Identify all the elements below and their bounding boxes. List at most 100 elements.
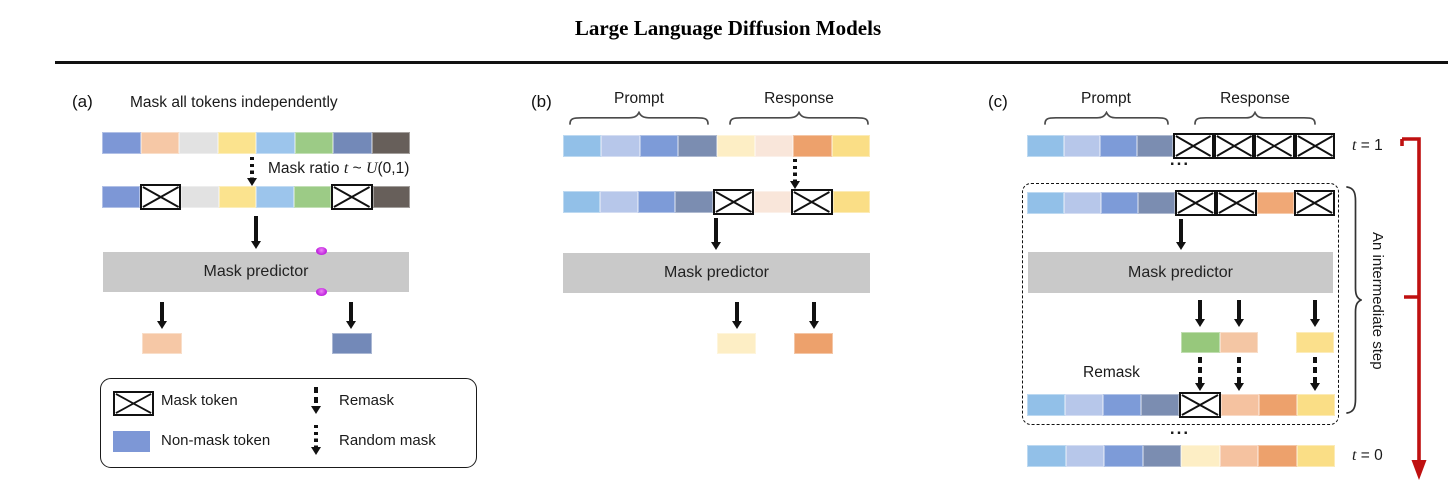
prompt-label: Prompt <box>1081 90 1131 107</box>
t-var: t <box>1352 137 1357 154</box>
token-periwinkle <box>600 191 638 213</box>
token-yellow <box>218 186 256 208</box>
token-cream <box>717 333 756 354</box>
panel-a-heading: Mask all tokens independently <box>130 94 338 111</box>
non-mask-token-icon <box>113 431 150 452</box>
mask-token-icon <box>113 391 154 416</box>
token-mid_blue <box>637 191 676 213</box>
panel-c-label: (c) <box>988 92 1008 111</box>
mask-predictor-box: Mask predictor <box>563 253 870 293</box>
token-peach <box>140 132 179 154</box>
token-dark_gray <box>371 132 410 154</box>
token-mid_blue <box>1103 394 1141 416</box>
token-slate <box>333 132 372 154</box>
mask-token <box>1216 190 1257 216</box>
token-slate2 <box>1138 192 1175 214</box>
mask-token <box>1294 133 1335 159</box>
down-arrow-icon <box>710 218 722 250</box>
token-yellow2 <box>1296 445 1335 467</box>
token-mid_blue <box>1100 135 1137 157</box>
token-cream <box>716 135 755 157</box>
down-arrow-icon <box>250 216 262 249</box>
response-brace-icon <box>729 111 869 125</box>
token-periwinkle <box>1065 445 1104 467</box>
t-equals-0-label: t = 0 <box>1352 447 1383 465</box>
random-mask-arrow-icon <box>246 157 258 186</box>
token-orange <box>793 135 832 157</box>
mask-token <box>1254 133 1295 159</box>
token-orange <box>794 333 833 354</box>
remask-arrow-icon <box>1233 357 1245 391</box>
t-value: = 0 <box>1360 447 1383 464</box>
token-periwinkle <box>601 135 640 157</box>
t-var: t <box>1352 447 1357 464</box>
token-yellow2 <box>1297 394 1335 416</box>
timeline-arrow-icon <box>1400 137 1427 480</box>
predicted-token <box>1296 332 1334 353</box>
annotation-dot-icon <box>316 247 327 255</box>
predicted-token <box>1181 332 1258 353</box>
token-blue <box>102 186 140 208</box>
token-pred_yellow <box>1296 332 1334 353</box>
token-light_gray <box>179 132 218 154</box>
predicted-token <box>717 333 756 354</box>
token-pred_peach <box>1219 332 1258 353</box>
token-periwinkle <box>1065 394 1103 416</box>
predicted-token <box>332 333 372 354</box>
ellipsis: ... <box>1169 150 1191 169</box>
token-yellow2 <box>832 191 870 213</box>
predicted-token <box>794 333 833 354</box>
token-yellow <box>217 132 256 154</box>
t-value: = 1 <box>1360 137 1383 154</box>
mask-ratio-var: t <box>343 160 349 177</box>
intermediate-step-brace-icon <box>1346 186 1362 414</box>
token-sky_blue <box>256 132 295 154</box>
token-yellow2 <box>831 135 870 157</box>
prompt-label: Prompt <box>614 90 664 107</box>
mask-token <box>1173 133 1214 159</box>
t-equals-1-label: t = 1 <box>1352 137 1383 155</box>
token-mid_blue <box>1101 192 1138 214</box>
token-peach <box>142 333 182 354</box>
token-green <box>293 186 331 208</box>
token-row <box>1027 133 1335 159</box>
token-sky <box>563 191 601 213</box>
token-orange_light <box>1257 192 1294 214</box>
mask-ratio-tilde: ~ <box>352 160 362 177</box>
token-slate2 <box>1141 394 1179 416</box>
mask-ratio-prefix: Mask ratio <box>268 160 340 177</box>
predicted-token <box>142 333 182 354</box>
token-slate2 <box>1136 135 1173 157</box>
token-row <box>102 132 410 154</box>
token-row <box>563 189 870 215</box>
token-slate2 <box>675 191 713 213</box>
paper-title: Large Language Diffusion Models <box>574 16 882 40</box>
token-row <box>102 184 410 210</box>
legend-random-mask-label: Random mask <box>339 432 436 449</box>
remask-arrow-icon <box>1309 357 1321 391</box>
down-arrow-icon <box>1175 219 1187 250</box>
mask-token <box>1175 190 1216 216</box>
token-sky_blue <box>256 186 294 208</box>
prompt-brace-icon <box>569 111 709 125</box>
token-slate2 <box>1142 445 1181 467</box>
token-slate <box>332 333 372 354</box>
response-label: Response <box>1220 90 1290 107</box>
legend-box: Mask token Remask Non-mask token Random … <box>100 378 477 468</box>
legend-mask-token-label: Mask token <box>161 392 238 409</box>
token-green <box>294 132 333 154</box>
mask-predictor-box: Mask predictor <box>103 252 409 292</box>
token-pred_green <box>1181 332 1220 353</box>
legend-non-mask-token-label: Non-mask token <box>161 432 271 449</box>
token-sky <box>1027 192 1064 214</box>
token-peach2 <box>1219 445 1258 467</box>
token-row <box>1027 190 1335 216</box>
down-arrow-icon <box>808 302 820 329</box>
token-light_gray <box>181 186 219 208</box>
token-pale_pink <box>754 135 794 157</box>
mask-ratio-args: (0,1) <box>377 160 410 177</box>
token-mid_blue <box>639 135 679 157</box>
token-sky <box>1027 394 1065 416</box>
token-orange <box>1259 394 1297 416</box>
token-pale_pink <box>753 191 792 213</box>
